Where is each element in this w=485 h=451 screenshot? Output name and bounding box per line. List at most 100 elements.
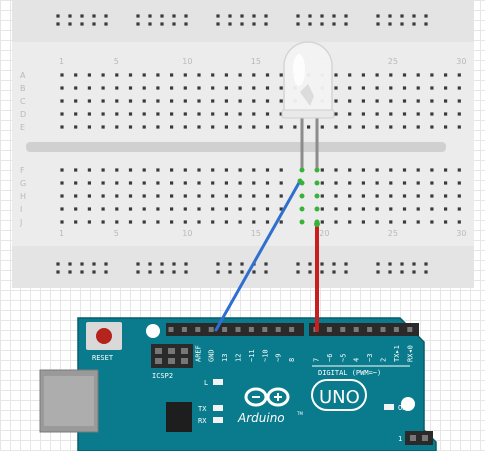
breadboard-hole <box>265 73 270 77</box>
breadboard-hole-active <box>314 206 320 212</box>
breadboard-hole <box>156 207 160 211</box>
power-rail-hole <box>412 22 416 26</box>
breadboard-hole <box>402 125 407 129</box>
power-rail-hole <box>252 270 256 274</box>
pin1-label: 1 <box>398 435 402 443</box>
header-pin[interactable] <box>181 327 187 332</box>
breadboard-hole <box>430 220 434 224</box>
breadboard-hole <box>142 125 146 129</box>
breadboard-hole <box>170 112 174 116</box>
power-rail-hole <box>136 14 140 18</box>
header-pin[interactable] <box>380 327 386 332</box>
breadboard-hole <box>252 125 256 129</box>
breadboard-hole <box>156 112 160 116</box>
breadboard-hole <box>238 181 242 185</box>
power-rail-hole <box>320 262 324 266</box>
power-rail-hole <box>184 270 188 274</box>
breadboard-column-label: 20 <box>319 229 329 238</box>
breadboard-hole <box>128 99 133 103</box>
breadboard-hole <box>430 181 434 185</box>
breadboard-hole <box>101 99 105 103</box>
breadboard-column-label: 5 <box>114 57 119 66</box>
breadboard-column-label: 10 <box>182 57 192 66</box>
breadboard-hole <box>170 125 174 129</box>
gnd-wire[interactable] <box>214 179 302 332</box>
breadboard-hole <box>183 73 187 77</box>
breadboard-hole <box>74 194 78 198</box>
breadboard-hole <box>375 86 379 90</box>
led[interactable] <box>281 41 335 168</box>
breadboard-hole <box>375 99 379 103</box>
breadboard-hole <box>238 112 242 116</box>
breadboard-hole <box>128 112 133 116</box>
breadboard-hole <box>361 181 365 185</box>
breadboard-hole <box>128 194 133 198</box>
breadboard-hole <box>279 220 283 224</box>
breadboard-hole <box>156 99 160 103</box>
led-l-label: L <box>204 379 208 387</box>
power-rail-hole <box>296 14 300 18</box>
breadboard-hole <box>375 112 379 116</box>
breadboard-hole <box>74 220 78 224</box>
breadboard-hole-active <box>299 219 305 225</box>
led-tx <box>213 405 223 411</box>
breadboard-hole <box>444 181 448 185</box>
breadboard-row-label: I <box>20 205 22 214</box>
header-pin[interactable] <box>326 327 332 332</box>
power-rail-hole <box>216 14 220 18</box>
header-pin[interactable] <box>367 327 373 332</box>
breadboard-hole <box>87 220 91 224</box>
breadboard-row-label: E <box>20 123 25 132</box>
pin-label: 7 <box>313 358 321 362</box>
power-rail-hole <box>308 270 312 274</box>
breadboard-hole <box>265 181 270 185</box>
breadboard-hole <box>74 207 78 211</box>
power-rail-hole <box>296 22 300 26</box>
breadboard-hole <box>265 207 270 211</box>
breadboard-hole <box>197 73 201 77</box>
header-pin[interactable] <box>208 327 214 332</box>
power-rail-hole <box>424 14 428 18</box>
header-pin[interactable] <box>353 327 359 332</box>
power-rail-hole <box>172 270 176 274</box>
breadboard-hole <box>128 181 133 185</box>
breadboard-hole <box>156 86 160 90</box>
header-pin[interactable] <box>262 327 268 332</box>
breadboard-row-label: A <box>20 71 26 80</box>
power-rail-hole <box>184 14 188 18</box>
breadboard-hole <box>211 220 215 224</box>
breadboard-hole <box>361 220 365 224</box>
power-rail-hole <box>376 262 380 266</box>
breadboard-hole <box>60 207 64 211</box>
header-pin[interactable] <box>168 327 174 332</box>
header-pin[interactable] <box>235 327 241 332</box>
header-pin[interactable] <box>248 327 254 332</box>
breadboard-hole <box>252 99 256 103</box>
digital-header-right <box>309 323 419 336</box>
breadboard-hole <box>211 194 215 198</box>
power-rail-hole <box>424 22 428 26</box>
breadboard-hole <box>115 181 119 185</box>
breadboard-hole <box>265 112 270 116</box>
header-pin[interactable] <box>393 327 399 332</box>
breadboard-hole <box>74 73 78 77</box>
breadboard-hole <box>128 207 133 211</box>
header-pin[interactable] <box>195 327 201 332</box>
breadboard-hole <box>74 99 78 103</box>
header-pin[interactable] <box>340 327 346 332</box>
reset-button[interactable] <box>96 328 112 344</box>
power-rail-hole <box>400 14 404 18</box>
header-pin[interactable] <box>222 327 228 332</box>
breadboard-hole <box>348 99 352 103</box>
breadboard-hole <box>389 86 393 90</box>
breadboard-row-label: C <box>20 97 26 106</box>
breadboard-hole <box>142 181 146 185</box>
header-pin[interactable] <box>275 327 281 332</box>
breadboard-hole <box>252 194 256 198</box>
header-pin[interactable] <box>407 327 413 332</box>
breadboard-hole <box>238 194 242 198</box>
header-pin[interactable] <box>289 327 295 332</box>
breadboard-hole <box>457 99 461 103</box>
breadboard-hole <box>402 181 407 185</box>
